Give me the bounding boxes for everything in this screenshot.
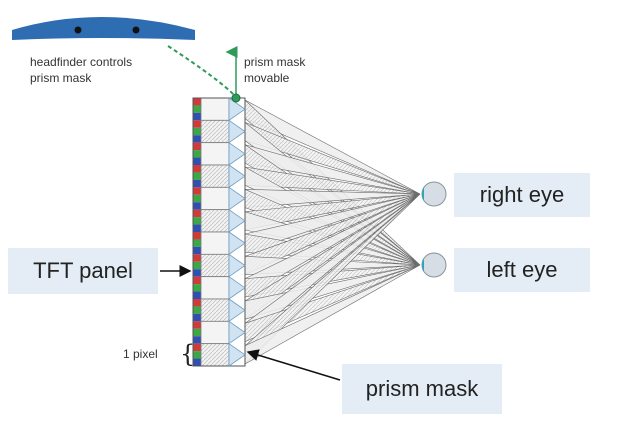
pixel-cell <box>200 164 230 188</box>
subpixel <box>193 313 201 322</box>
pixel-cell <box>200 142 230 166</box>
right-eye-text: right eye <box>479 182 565 207</box>
subpixel <box>193 209 201 218</box>
prism-element <box>228 253 246 278</box>
subpixel <box>193 202 201 210</box>
pixel-cell <box>200 320 230 345</box>
pixel-cell <box>200 298 230 322</box>
prism-element <box>228 298 246 323</box>
subpixel <box>193 291 201 299</box>
prism-pivot-dot <box>231 93 241 103</box>
subpixel <box>193 306 201 314</box>
subpixel <box>193 98 201 106</box>
tft-panel-label: TFT panel <box>8 248 158 294</box>
curly-brace-icon: { <box>180 340 195 368</box>
headfinder-sensor-left <box>74 26 82 34</box>
headfinder-link-dashed <box>167 45 236 97</box>
prism-element <box>228 119 246 144</box>
prism-element <box>228 186 246 211</box>
subpixel <box>193 269 201 277</box>
subpixel <box>193 105 201 113</box>
tft-panel-text: TFT panel <box>33 258 133 283</box>
subpixel <box>193 299 201 307</box>
panel-outline <box>192 97 246 367</box>
pixel-cell <box>200 97 230 121</box>
light-ray-fans <box>244 99 421 365</box>
prism-mask-text: prism mask <box>365 376 479 401</box>
subpixel <box>193 276 201 285</box>
tft-pixel-column <box>192 97 246 367</box>
movable-caption-line1: prism mask <box>244 55 306 69</box>
pixel-cell <box>200 276 230 300</box>
subpixel <box>193 246 201 255</box>
right-eye-label: right eye <box>454 173 590 217</box>
prism-element <box>228 208 246 233</box>
headfinder-sensor-right <box>132 26 140 34</box>
subpixel <box>193 172 201 180</box>
subpixel <box>193 120 201 128</box>
subpixel <box>193 254 201 262</box>
headfinder-caption-line2: prism mask <box>30 71 92 85</box>
subpixel <box>193 127 201 136</box>
subpixel <box>193 224 201 232</box>
pixel-cell <box>200 119 230 144</box>
prism-element <box>228 97 246 122</box>
subpixel <box>193 351 201 359</box>
prism-element <box>228 342 246 367</box>
left-eye-text: left eye <box>486 257 558 282</box>
prism-element <box>228 320 246 345</box>
subpixel <box>193 217 201 225</box>
pixel-cell <box>200 343 230 367</box>
prism-element <box>228 164 246 189</box>
pixel-cell <box>200 209 230 233</box>
subpixel <box>193 261 201 270</box>
pixel-cell <box>200 231 230 255</box>
subpixel <box>193 187 201 195</box>
subpixel <box>193 232 201 240</box>
subpixel <box>193 135 201 143</box>
subpixel <box>193 112 201 121</box>
subpixel <box>193 157 201 165</box>
subpixel <box>193 328 201 337</box>
subpixel <box>193 336 201 344</box>
prism-element <box>228 275 246 300</box>
right-eye-icon <box>421 181 447 207</box>
one-pixel-caption: 1 pixel <box>123 347 158 361</box>
prism-mask-column <box>228 97 246 367</box>
prism-mask-arrow <box>246 349 341 381</box>
subpixel <box>193 358 201 366</box>
pixel-cell <box>200 253 230 278</box>
prism-mask-label: prism mask <box>342 364 502 414</box>
headfinder-caption-line1: headfinder controls <box>30 55 132 69</box>
movable-caption-line2: movable <box>244 71 290 85</box>
subpixel <box>193 142 201 151</box>
prism-element <box>228 231 246 256</box>
subpixel <box>193 150 201 158</box>
prism-element <box>228 141 246 166</box>
subpixel <box>193 179 201 188</box>
subpixel <box>193 284 201 292</box>
left-eye-label: left eye <box>454 248 590 292</box>
subpixel <box>193 343 201 352</box>
headfinder-bar-icon <box>12 17 195 40</box>
subpixel <box>193 194 201 203</box>
subpixel <box>193 239 201 247</box>
subpixel <box>193 321 201 329</box>
left-eye-icon <box>421 252 447 278</box>
pixel-cell <box>200 186 230 211</box>
subpixel <box>193 165 201 173</box>
